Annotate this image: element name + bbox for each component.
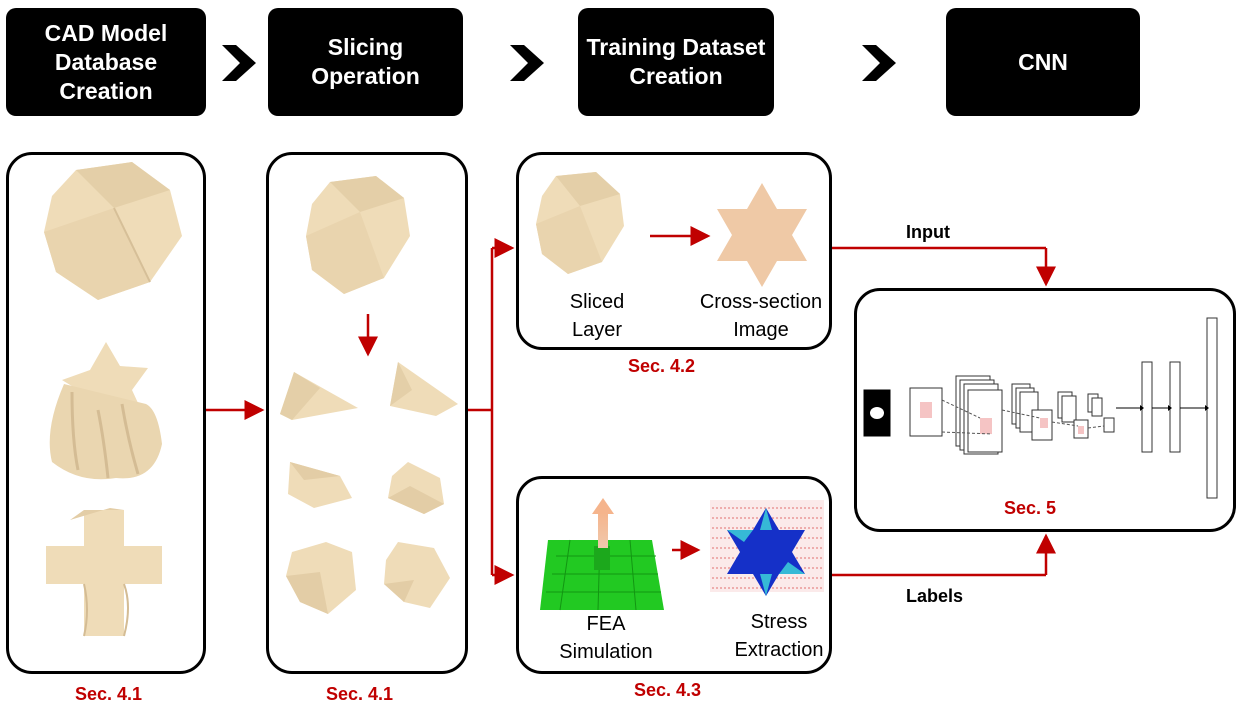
section-ref-fea: Sec. 4.3 xyxy=(634,680,702,700)
sliced-layer-caption: Sliced Layer xyxy=(569,291,625,341)
sliced-layer-shape xyxy=(536,172,624,274)
slice-piece xyxy=(288,462,352,508)
fea-plate xyxy=(540,539,664,611)
cad-shape-octagonal xyxy=(44,162,182,300)
input-label: Input xyxy=(906,222,950,242)
slice-piece xyxy=(280,372,358,420)
slice-piece xyxy=(388,462,444,514)
cross-section-image-caption: Cross-section Image xyxy=(699,291,823,341)
stage-slicing: Slicing Operation xyxy=(268,8,463,116)
stage-training-dataset-label: Training Dataset Creation xyxy=(586,34,766,89)
stress-extraction-caption: Stress Extraction xyxy=(734,611,824,661)
slice-piece xyxy=(390,362,458,416)
chevron-right-icon xyxy=(222,45,256,81)
slice-piece xyxy=(384,542,450,608)
section-ref-cnn: Sec. 5 xyxy=(1004,498,1057,518)
load-arrow-icon xyxy=(592,498,614,548)
flow-arrow-branch xyxy=(468,238,515,585)
stage-slicing-label: Slicing Operation xyxy=(311,34,420,89)
stage-cnn-label: CNN xyxy=(1018,48,1068,75)
cad-shape-cross xyxy=(46,508,162,637)
section-ref-slicing: Sec. 4.1 xyxy=(326,684,394,704)
section-ref-cross-section: Sec. 4.2 xyxy=(628,356,696,376)
input-arrow xyxy=(832,246,1056,287)
stage-cad-database: CAD Model Database Creation xyxy=(6,8,206,116)
slicing-source-shape xyxy=(306,176,410,294)
labels-label: Labels xyxy=(906,586,964,606)
cad-shape-star-twist xyxy=(49,342,162,480)
fea-simulation-caption: FEA Simulation xyxy=(559,613,653,663)
cnn-architecture xyxy=(863,317,1218,499)
stage-training-dataset: Training Dataset Creation xyxy=(578,8,774,116)
stage-cad-database-label: CAD Model Database Creation xyxy=(44,19,168,104)
chevron-right-icon xyxy=(510,45,544,81)
slice-piece xyxy=(286,542,356,614)
cross-section-star xyxy=(717,183,807,287)
section-ref-cad: Sec. 4.1 xyxy=(75,684,143,704)
stress-map xyxy=(710,500,824,596)
chevron-right-icon xyxy=(862,45,896,81)
stage-cnn: CNN xyxy=(946,8,1140,116)
labels-arrow xyxy=(832,533,1056,577)
